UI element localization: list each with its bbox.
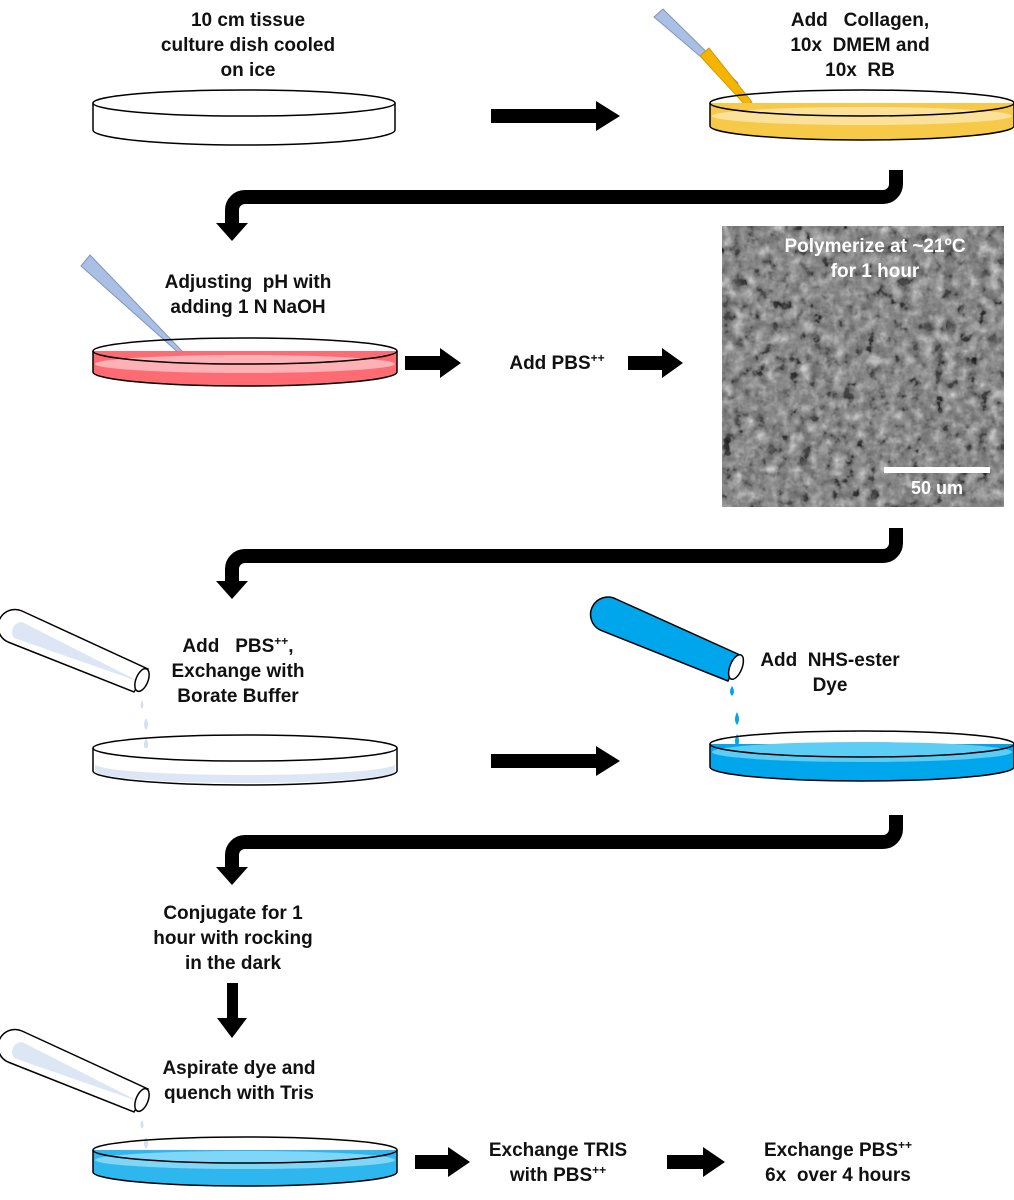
step-label-add-dye: Add NHS-ester Dye: [740, 648, 920, 698]
label-sup: ++: [898, 1138, 913, 1152]
label-line: on ice: [220, 60, 276, 81]
arrow-down-straight: [217, 983, 247, 1038]
arrow-right-1: [491, 101, 620, 131]
label-line: Add Collagen,: [790, 10, 930, 31]
label-line: Add NHS-ester: [760, 650, 900, 671]
test-tube-dye: [589, 596, 745, 747]
label-line: 10x RB: [825, 60, 895, 81]
label-line: Exchange with: [171, 661, 305, 682]
label-line: Exchange PBS++: [740, 1138, 936, 1163]
connector-arrow-1: [225, 170, 903, 224]
arrow-right-3: [628, 348, 683, 378]
arrow-right-5: [415, 1147, 470, 1177]
label-text: C: [951, 236, 966, 257]
label-line: 10 cm tissue: [190, 10, 306, 31]
pipette-collagen: [653, 8, 753, 107]
label-line: Adjusting pH with: [164, 272, 332, 293]
step-label-add-collagen: Add Collagen, 10x DMEM and 10x RB: [740, 8, 980, 83]
connector-arrow-3: [225, 815, 903, 868]
label-sup: ++: [274, 634, 289, 648]
label-line: Add PBS++,: [118, 634, 358, 659]
step-label-add-pbs: Add PBS++: [482, 351, 632, 376]
arrowhead-down-2: [216, 581, 248, 599]
arrowhead-down-1: [216, 223, 248, 241]
label-line: in the dark: [184, 953, 282, 974]
step-label-adjust-ph: Adjusting pH with adding 1 N NaOH: [118, 270, 378, 320]
label-text: Add PBS: [182, 636, 275, 657]
label-line: quench with Tris: [164, 1083, 314, 1104]
label-text: with PBS: [509, 1165, 593, 1186]
step-label-exchange-pbs: Exchange PBS++ 6x over 4 hours: [740, 1138, 936, 1188]
petri-dish-tris: [92, 1136, 398, 1187]
arrow-right-6: [667, 1147, 725, 1177]
test-tube-borate: [0, 608, 150, 750]
label-text: Exchange PBS: [763, 1140, 899, 1161]
collagen-micrograph: [722, 226, 1004, 507]
step-label-borate-exchange: Add PBS++, Exchange with Borate Buffer: [118, 634, 358, 709]
arrow-right-2: [405, 348, 461, 378]
step-label-polymerize: Polymerize at ~21oC for 1 hour: [745, 234, 1005, 284]
step-label-cool-dish: 10 cm tissue culture dish cooled on ice: [118, 8, 378, 83]
label-line: Conjugate for 1: [163, 903, 303, 924]
label-line: adding 1 N NaOH: [170, 297, 326, 318]
arrow-right-4: [491, 746, 620, 776]
label-line: Polymerize at ~21oC: [745, 234, 1005, 259]
label-sup: ++: [590, 351, 605, 365]
step-label-aspirate: Aspirate dye and quench with Tris: [128, 1056, 350, 1106]
label-line: culture dish cooled: [160, 35, 336, 56]
label-line: Borate Buffer: [177, 686, 299, 707]
label-line: Aspirate dye and: [162, 1058, 316, 1079]
petri-dish-dye: [709, 730, 1014, 782]
label-text: Add PBS: [509, 353, 591, 374]
step-label-conjugate: Conjugate for 1 hour with rocking in the…: [118, 901, 348, 976]
label-line: 6x over 4 hours: [765, 1165, 911, 1186]
label-sup: o: [944, 234, 952, 248]
label-line: with PBS++: [470, 1163, 646, 1188]
label-line: Exchange TRIS: [488, 1140, 628, 1161]
label-line: hour with rocking: [153, 928, 313, 949]
petri-dish-ph-adjusted: [92, 337, 398, 387]
label-line: Dye: [812, 675, 848, 696]
label-line: for 1 hour: [830, 261, 920, 282]
connector-arrow-2: [225, 528, 903, 582]
petri-dish-borate: [92, 734, 398, 786]
label-line: Add PBS++: [482, 351, 632, 376]
scale-bar: [884, 467, 990, 473]
label-text: ,: [288, 636, 294, 657]
label-line: 10x DMEM and: [790, 35, 930, 56]
petri-dish-collagen: [709, 89, 1014, 141]
scale-bar-label: 50 um: [910, 478, 964, 498]
arrowhead-down-3: [216, 867, 248, 885]
label-sup: ++: [592, 1163, 607, 1177]
step-label-exchange-tris: Exchange TRIS with PBS++: [470, 1138, 646, 1188]
petri-dish-empty: [92, 89, 396, 146]
label-text: Polymerize at ~21: [784, 236, 945, 257]
